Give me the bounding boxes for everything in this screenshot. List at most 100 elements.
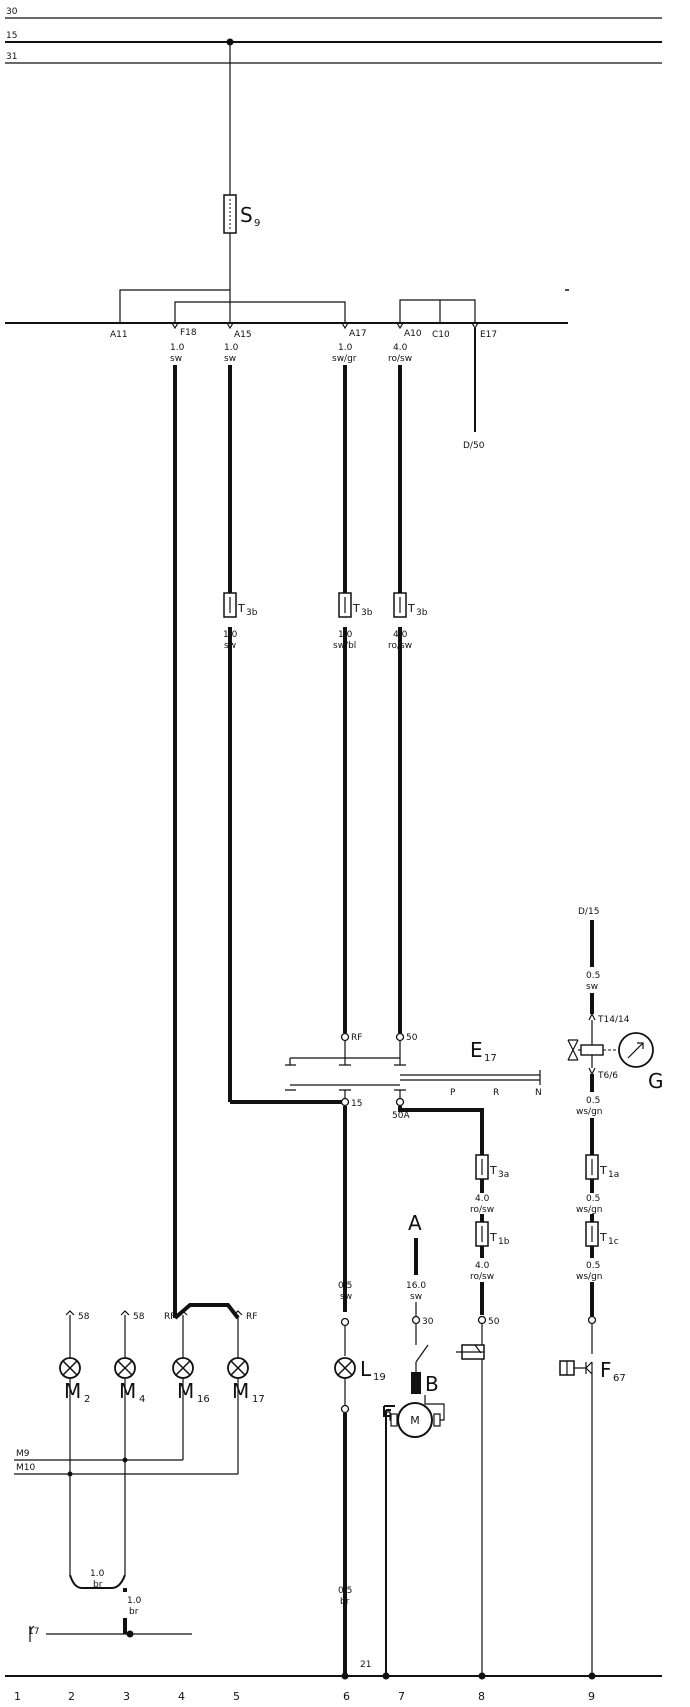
- col9-gauge: D/15 0.5 sw T14/14 G T6/6 0.5 ws/gn T 1a…: [559, 907, 664, 1676]
- e17-t50: 50: [406, 1033, 418, 1043]
- ground-w-size-a: 1.0: [90, 1569, 105, 1579]
- gauge-wout3-color: ws/gn: [576, 1272, 603, 1282]
- e17-rf: RF: [351, 1033, 362, 1043]
- terminal-e17: E17: [480, 330, 497, 340]
- m2-label-sub: 2: [84, 1394, 90, 1405]
- t3b-col6-sub: 3b: [361, 608, 373, 618]
- battery-t30: 30: [422, 1317, 434, 1327]
- ground-network: M9 M10 1.0 br 1.0 br 17: [14, 1449, 238, 1642]
- e17-pos-p: P: [450, 1088, 456, 1098]
- f67-label-sub: 67: [613, 1373, 626, 1384]
- terminal-a17: A17: [349, 329, 367, 339]
- l19-wire-size: 0.5: [338, 1281, 352, 1291]
- e17-pos-n: N: [535, 1088, 542, 1098]
- m16-label: M: [177, 1379, 194, 1403]
- sender-f67: F 67: [559, 1358, 626, 1384]
- battery-wire-size: 16.0: [406, 1281, 426, 1291]
- connectors-t3b: T 3b 1.0 sw T 3b 1.0 sw/bl T 3b 4.0 ro/s…: [223, 592, 428, 651]
- main-wires: [173, 365, 402, 1318]
- terminal-a11: A11: [110, 330, 128, 340]
- connector-t3b-col5: T 3b 1.0 sw: [223, 592, 258, 651]
- rail-15-label: 15: [6, 31, 17, 41]
- t3b-col5-label: T: [237, 602, 245, 615]
- l19-wire2-size: 0.5: [338, 1586, 352, 1596]
- t1c-label: T: [599, 1231, 607, 1244]
- wire-a17-size: 1.0: [338, 343, 353, 353]
- t3b-col5-sub: 3b: [246, 608, 258, 618]
- wire-col7-color: ro/sw: [388, 641, 412, 651]
- gauge-t6: T6/6: [597, 1071, 618, 1081]
- e17-pos-r: R: [493, 1088, 499, 1098]
- starter-t50: 50: [488, 1317, 500, 1327]
- wire-col6-size: 1.0: [338, 630, 353, 640]
- t3b-col6-label: T: [352, 602, 360, 615]
- terminal-markers: [171, 322, 479, 330]
- terminal-f18: F18: [180, 328, 197, 338]
- column-number: 7: [398, 1690, 405, 1703]
- starter-b-block: [411, 1372, 421, 1394]
- column-number: 8: [478, 1690, 485, 1703]
- starter-w2-size: 4.0: [475, 1261, 490, 1271]
- t3b-col7-sub: 3b: [416, 608, 428, 618]
- gauge-wout1-size: 0.5: [586, 1096, 600, 1106]
- ground-w-size-b: 1.0: [127, 1596, 142, 1606]
- terminal-c10: C10: [432, 330, 450, 340]
- starter-w1-color: ro/sw: [470, 1205, 494, 1215]
- t3b-col7-label: T: [407, 602, 415, 615]
- l19-wire-color: sw: [340, 1292, 352, 1302]
- lamp-m4: [114, 1357, 136, 1379]
- wire-col6-color: sw/bl: [333, 641, 356, 651]
- starter-w1-size: 4.0: [475, 1194, 490, 1204]
- t3a-label: T: [489, 1164, 497, 1177]
- gauge-win-color: sw: [586, 982, 598, 992]
- ground-w-color-b: br: [129, 1607, 139, 1617]
- fuse-label: S: [240, 203, 253, 227]
- col7-battery-starter: A 16.0 sw 30 B M: [383, 1211, 445, 1676]
- wire-f18-size: 1.0: [170, 343, 185, 353]
- gauge-wout1-color: ws/gn: [576, 1107, 603, 1117]
- switch-e17: RF 50 P R N E 17 15 50A: [285, 1032, 542, 1121]
- connector-t1a: T 1a: [585, 1154, 619, 1180]
- column-number: 4: [178, 1690, 185, 1703]
- m2-t58: 58: [78, 1312, 90, 1322]
- t1c-sub: 1c: [608, 1237, 619, 1247]
- rail-31-label: 31: [6, 52, 17, 62]
- wire-a15-size: 1.0: [224, 343, 239, 353]
- instrument-lamps: 58 M 2 58 M 4 RF M 16: [59, 1303, 265, 1575]
- wire-f18-color: sw: [170, 354, 182, 364]
- lamp-m16: [172, 1357, 194, 1379]
- m17-label-sub: 17: [252, 1394, 265, 1405]
- fuse-box-bus: A11 F18 A15 A17 A10 C10 E17 1.0 sw 1.0 s…: [5, 289, 569, 451]
- col6-lamp-l19: 0.5 sw L 19 0.5 br: [334, 1106, 386, 1676]
- rail-30-label: 30: [6, 7, 18, 17]
- wire-a15-color: sw: [224, 354, 236, 364]
- t3a-sub: 3a: [498, 1170, 509, 1180]
- gauge-label: G: [648, 1069, 664, 1093]
- e17-label: E: [470, 1038, 483, 1062]
- column-numbers: 1 2 3 4 5 6 7 8 9: [14, 1690, 595, 1703]
- l19-label-sub: 19: [373, 1372, 386, 1383]
- lamp-m2: [59, 1357, 81, 1379]
- wire-col5-size: 1.0: [223, 630, 238, 640]
- m4-t58: 58: [133, 1312, 145, 1322]
- terminal-a10: A10: [404, 329, 422, 339]
- gauge-win-size: 0.5: [586, 971, 600, 981]
- gauge-wout2-size: 0.5: [586, 1194, 600, 1204]
- ground-m10: M10: [16, 1463, 35, 1473]
- t1a-sub: 1a: [608, 1170, 619, 1180]
- m16-rf: RF: [164, 1312, 175, 1322]
- ground-m9: M9: [16, 1449, 30, 1459]
- gauge-wout2-color: ws/gn: [576, 1205, 603, 1215]
- connector-t1b: T 1b: [475, 1221, 510, 1247]
- wire-a10-color: ro/sw: [388, 354, 412, 364]
- connector-t3a: T 3a: [475, 1154, 509, 1180]
- connector-t3b-col6: T 3b 1.0 sw/bl: [333, 592, 373, 651]
- column-number: 5: [233, 1690, 240, 1703]
- lamp-l19: [334, 1357, 356, 1379]
- m4-label: M: [119, 1379, 136, 1403]
- column-number: 3: [123, 1690, 130, 1703]
- starter-motor: M: [390, 1402, 441, 1438]
- e17-t15: 15: [351, 1099, 362, 1109]
- m17-label: M: [232, 1379, 249, 1403]
